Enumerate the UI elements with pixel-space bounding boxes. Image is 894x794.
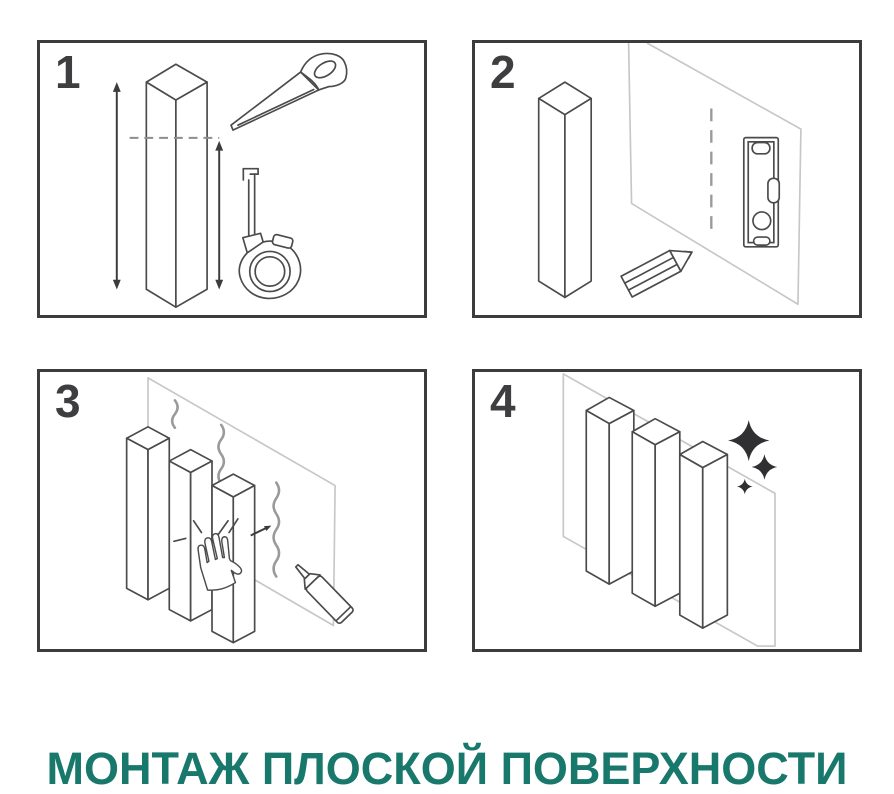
hand-saw-icon (230, 52, 348, 131)
sealant-tube-icon (294, 563, 354, 625)
step-3-panel: 3 (37, 369, 427, 652)
sparkles-icon (728, 419, 778, 495)
wood-slat-icon (678, 440, 729, 629)
adhesive-bead-icons (170, 399, 281, 578)
step-1-panel: 1 (37, 40, 427, 318)
pencil-icon (620, 249, 694, 298)
step-4-panel: 4 (472, 369, 862, 652)
step-3-number: 3 (55, 375, 81, 427)
step-2-number: 2 (490, 46, 516, 98)
wood-slat-icon (585, 396, 635, 585)
step-1-illustration (112, 52, 348, 309)
wood-slat-icon (537, 81, 593, 299)
motion-arrow (250, 525, 272, 537)
spirit-level-icon (742, 136, 781, 248)
wood-slat-icon (631, 417, 681, 608)
wood-slat-icon (168, 448, 213, 622)
step-2-panel: 2 (472, 40, 862, 318)
step-2-illustration (537, 43, 802, 306)
full-height-measure-arrow (112, 82, 121, 290)
step-1-number: 1 (55, 46, 81, 98)
tape-measure-icon (238, 167, 302, 300)
pressing-hand-icon (197, 532, 243, 591)
page-title: МОНТАЖ ПЛОСКОЙ ПОВЕРХНОСТИ (46, 743, 848, 794)
step-4-number: 4 (490, 375, 516, 427)
step-3-illustration (125, 377, 354, 644)
cut-height-measure-arrow (215, 140, 224, 290)
press-motion-lines (173, 517, 239, 543)
wood-slat-icon (125, 425, 171, 601)
step-4-illustration (562, 373, 778, 647)
wood-slat-icon (145, 63, 208, 309)
